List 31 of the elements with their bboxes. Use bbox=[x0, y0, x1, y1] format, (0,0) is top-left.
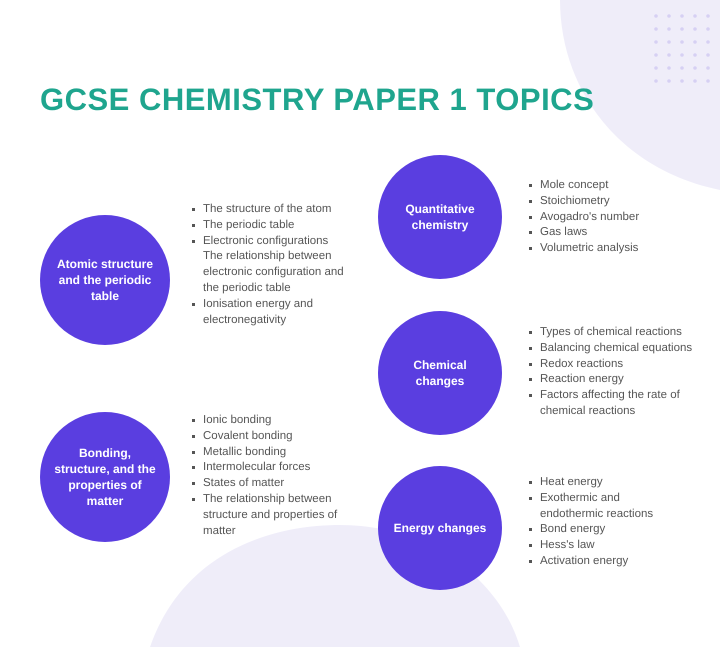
bullet-item: Hess's law bbox=[527, 538, 677, 554]
title: GCSE CHEMISTRY PAPER 1 TOPICS bbox=[40, 82, 594, 118]
bullet-item: Covalent bonding bbox=[190, 428, 340, 445]
bullet-item: Stoichiometry bbox=[527, 194, 712, 210]
bullet-item: The structure of the atom bbox=[190, 202, 345, 218]
bullet-item: Reaction energy bbox=[527, 372, 712, 388]
bullet-item: Ionisation energy and electronegativity bbox=[190, 296, 345, 328]
bullet-item: Intermolecular forces bbox=[190, 460, 340, 476]
bullet-item: Metallic bonding bbox=[190, 444, 340, 460]
bullet-item: Electronic configurations The relationship between electronic configuration and the periodic table bbox=[190, 234, 345, 297]
bullet-item: Activation energy bbox=[527, 554, 677, 570]
bullet-item: Gas laws bbox=[527, 225, 712, 242]
bullet-item: Balancing chemical equations bbox=[527, 340, 712, 357]
bullet-item: Factors affecting the rate of chemical reactions bbox=[527, 388, 712, 420]
bullet-item: States of matter bbox=[190, 476, 340, 492]
bullet-item: Avogadro's number bbox=[527, 210, 712, 226]
bullet-item: The periodic table bbox=[190, 218, 345, 234]
topic-title: Chemical changes bbox=[412, 357, 468, 389]
bullet-item: Ionic bonding bbox=[190, 413, 340, 429]
topic-title: Quantitative chemistry bbox=[404, 201, 476, 233]
bullet-item: Types of chemical reactions bbox=[527, 325, 712, 341]
topic-title: Energy changes bbox=[392, 520, 488, 536]
topic-title: Atomic structure and the periodic table bbox=[56, 256, 154, 304]
bullet-item: Volumetric analysis bbox=[527, 241, 712, 257]
bullet-item: Bond energy bbox=[527, 522, 677, 538]
topic-title: Bonding, structure, and the properties of matter bbox=[53, 445, 157, 509]
bullet-item: Heat energy bbox=[527, 475, 677, 491]
bullet-item: Redox reactions bbox=[527, 356, 712, 372]
bullet-item: The relationship between structure and properties of matter bbox=[190, 492, 340, 540]
bullet-item: Exothermic and endothermic reactions bbox=[527, 490, 677, 522]
bullet-item: Mole concept bbox=[527, 178, 712, 194]
